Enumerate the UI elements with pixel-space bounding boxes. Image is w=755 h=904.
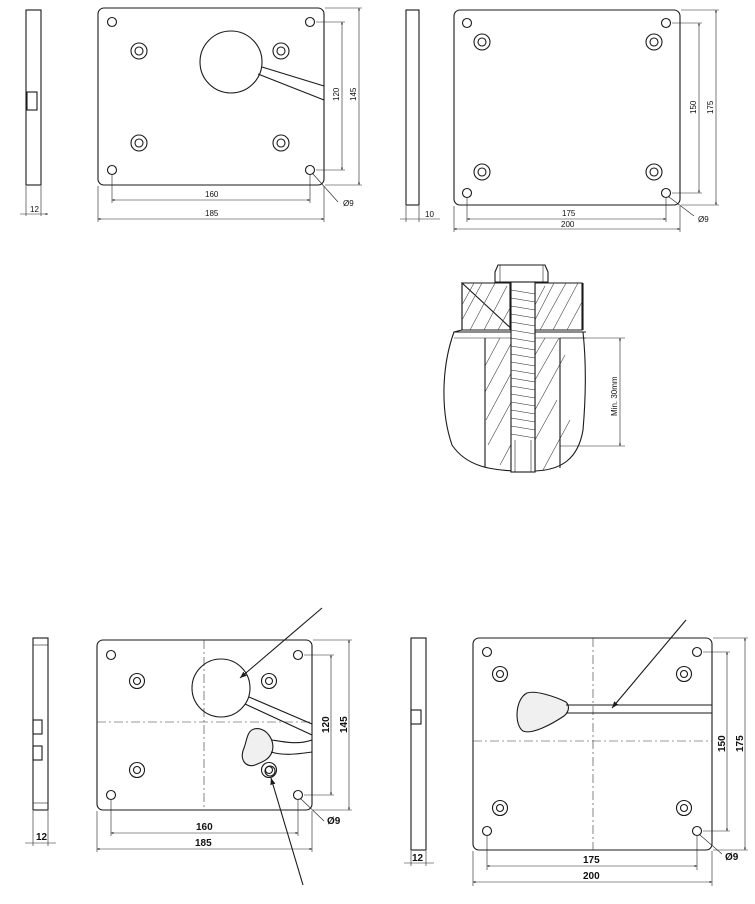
bottom-right-width: 200 bbox=[583, 871, 600, 882]
bottom-left-plate-view: 160 185 120 145 Ø9 bbox=[96, 607, 352, 886]
top-left-hole-spacing-v: 120 bbox=[332, 87, 341, 101]
top-right-height: 175 bbox=[706, 100, 715, 114]
top-left-thickness-label: 12 bbox=[30, 205, 39, 214]
top-right-width: 200 bbox=[561, 220, 575, 229]
bottom-right-hole-diameter: Ø9 bbox=[725, 852, 739, 863]
bottom-right-hole-spacing-h: 175 bbox=[583, 855, 600, 866]
bottom-left-thickness-label: 12 bbox=[36, 832, 48, 843]
bottom-left-side-view: 12 bbox=[25, 637, 56, 846]
min-depth-label: Min. 30mm bbox=[610, 376, 619, 416]
top-right-side-view: 10 bbox=[400, 9, 440, 222]
top-left-height: 145 bbox=[349, 87, 358, 101]
bottom-right-thickness-label: 12 bbox=[412, 853, 424, 864]
bottom-right-plate-view: 175 200 150 175 Ø9 bbox=[472, 619, 748, 886]
top-right-thickness-label: 10 bbox=[425, 210, 434, 219]
bottom-right-height: 175 bbox=[735, 735, 746, 752]
screw-section-view: Min. 30mm bbox=[443, 264, 625, 473]
bottom-left-hole-diameter: Ø9 bbox=[327, 816, 341, 827]
bottom-left-width: 185 bbox=[195, 838, 212, 849]
top-left-side-view: 12 bbox=[20, 9, 48, 216]
top-left-hole-spacing-h: 160 bbox=[205, 190, 219, 199]
bottom-right-side-view: 12 bbox=[404, 637, 434, 866]
top-left-hole-diameter: Ø9 bbox=[343, 199, 354, 208]
bottom-left-height: 145 bbox=[339, 716, 350, 733]
top-right-plate-view: 175 200 150 175 Ø9 bbox=[453, 9, 719, 232]
top-right-hole-spacing-v: 150 bbox=[689, 100, 698, 114]
top-right-hole-spacing-h: 175 bbox=[562, 209, 576, 218]
bottom-left-hole-spacing-h: 160 bbox=[196, 822, 213, 833]
bottom-right-hole-spacing-v: 150 bbox=[717, 735, 728, 752]
top-left-width: 185 bbox=[205, 209, 219, 218]
bottom-left-hole-spacing-v: 120 bbox=[321, 716, 332, 733]
top-right-hole-diameter: Ø9 bbox=[698, 215, 709, 224]
top-left-plate-view: 160 185 120 145 Ø9 bbox=[97, 7, 362, 222]
